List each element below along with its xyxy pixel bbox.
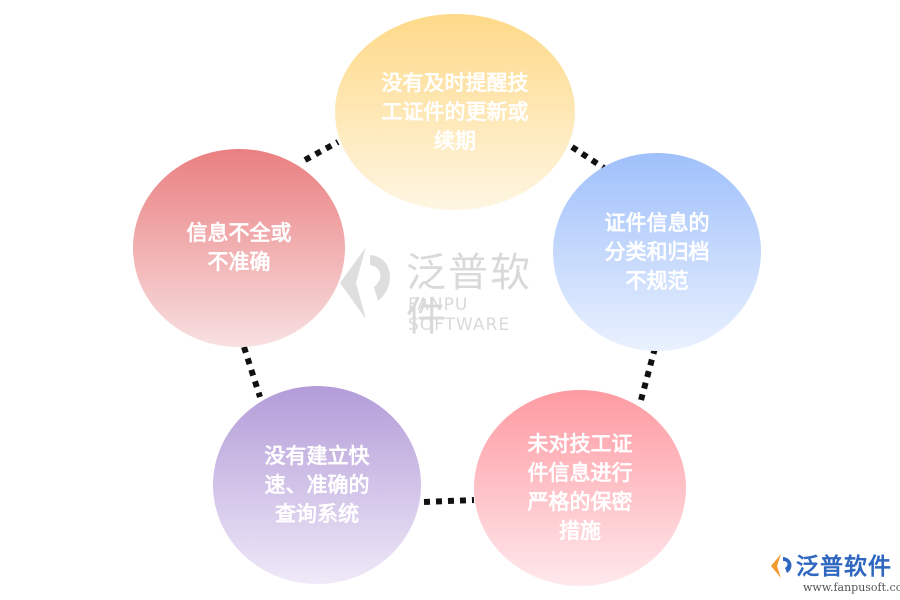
brand-title: 泛普软件 <box>796 554 892 580</box>
connector-4-5 <box>241 346 263 398</box>
watermark-title: 泛普软件 <box>406 250 532 340</box>
node-circle-1: 没有及时提醒技工证件的更新或续期 <box>335 14 575 210</box>
node-label-4: 没有建立快速、准确的查询系统 <box>264 443 370 526</box>
node-label-3: 未对技工证件信息进行严格的保密措施 <box>527 432 633 543</box>
node-label-5: 信息不全或不准确 <box>186 221 292 274</box>
connector-3-4 <box>423 497 475 505</box>
watermark: 泛普软件 FANPU SOFTWARE <box>336 243 566 339</box>
node-label-2: 证件信息的分类和归档不规范 <box>604 210 710 293</box>
node-circle-4: 没有建立快速、准确的查询系统 <box>213 386 421 584</box>
node-circle-3: 未对技工证件信息进行严格的保密措施 <box>474 390 686 586</box>
connector-5-1 <box>303 139 340 163</box>
connector-1-2 <box>570 144 606 171</box>
node-label-1: 没有及时提醒技工证件的更新或续期 <box>381 70 529 153</box>
brand-url: www.fanpusoft.com <box>803 581 900 594</box>
watermark-subtitle: FANPU SOFTWARE <box>408 295 511 335</box>
brand-logo: 泛普软件 www.fanpusoft.com <box>770 553 900 598</box>
node-circle-2: 证件信息的分类和归档不规范 <box>553 153 761 351</box>
fanpu-logo-icon <box>771 554 792 578</box>
fanpu-logo-icon <box>340 247 390 319</box>
connector-2-3 <box>638 347 658 401</box>
node-circle-5: 信息不全或不准确 <box>133 149 345 347</box>
